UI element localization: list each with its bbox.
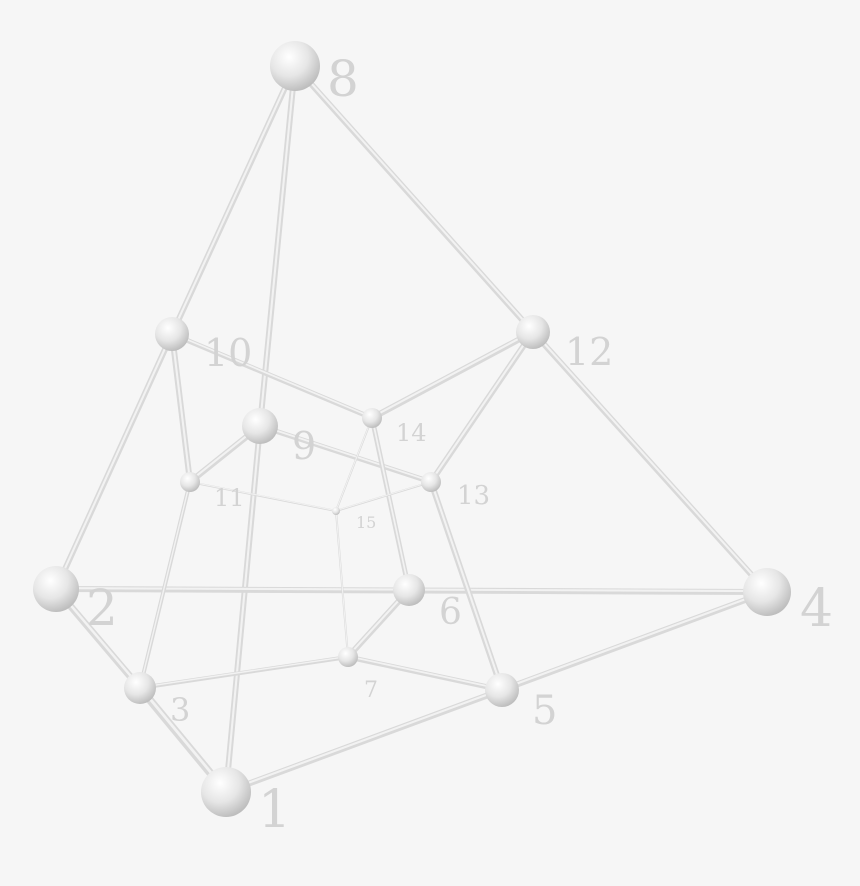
- node-label-4: 4: [800, 579, 833, 639]
- node-4: [743, 568, 791, 616]
- node-label-11: 11: [214, 484, 245, 512]
- node-label-8: 8: [327, 50, 359, 108]
- node-label-2: 2: [86, 579, 118, 637]
- edge-highlight-6-14: [371, 416, 410, 591]
- node-7: [338, 647, 358, 667]
- edge-highlight-8-12: [293, 64, 535, 333]
- edge-highlight-8-9: [258, 64, 297, 427]
- node-6: [393, 574, 425, 606]
- node-1: [201, 767, 251, 817]
- edge-highlight-5-13: [429, 480, 504, 691]
- edge-highlight-9-13: [259, 424, 432, 483]
- node-label-13: 13: [457, 481, 490, 511]
- node-5: [485, 673, 519, 707]
- node-label-3: 3: [170, 691, 190, 729]
- node-9: [242, 408, 278, 444]
- edge-highlight-3-7: [139, 655, 349, 689]
- node-11: [180, 472, 200, 492]
- edge-highlight-10-2: [54, 332, 174, 590]
- node-12: [516, 315, 550, 349]
- edge-highlight-10-11: [170, 332, 192, 483]
- node-8: [270, 41, 320, 91]
- edge-highlight-9-1: [224, 424, 262, 793]
- node-label-14: 14: [396, 419, 427, 447]
- edge-highlight-4-5: [500, 590, 769, 691]
- node-10: [155, 317, 189, 351]
- node-label-7: 7: [364, 678, 378, 703]
- node-2: [33, 566, 79, 612]
- node-15: [332, 507, 340, 515]
- edge-highlight-14-15: [335, 417, 373, 512]
- node-label-9: 9: [292, 424, 316, 468]
- edge-highlight-11-15: [189, 481, 337, 512]
- edge-highlight-13-15: [335, 481, 432, 512]
- node-label-5: 5: [532, 688, 557, 734]
- node-label-12: 12: [565, 330, 613, 374]
- edge-highlight-8-10: [170, 64, 297, 335]
- edge-highlight-5-7: [347, 655, 503, 691]
- node-13: [421, 472, 441, 492]
- node-label-10: 10: [204, 331, 252, 375]
- edge-highlight-12-13: [429, 330, 535, 483]
- edge-highlight-1-5: [224, 688, 504, 793]
- nodes-layer: [33, 41, 791, 817]
- node-3: [124, 672, 156, 704]
- edge-highlight-3-11: [139, 480, 191, 689]
- edge-highlight-7-15: [335, 510, 349, 658]
- node-label-6: 6: [439, 592, 462, 633]
- edge-highlight-12-14: [370, 330, 535, 419]
- node-label-15: 15: [356, 513, 376, 532]
- node-label-1: 1: [258, 780, 291, 840]
- edge-highlight-12-4: [531, 330, 769, 593]
- edge-highlight-10-14: [171, 332, 373, 419]
- node-14: [362, 408, 382, 428]
